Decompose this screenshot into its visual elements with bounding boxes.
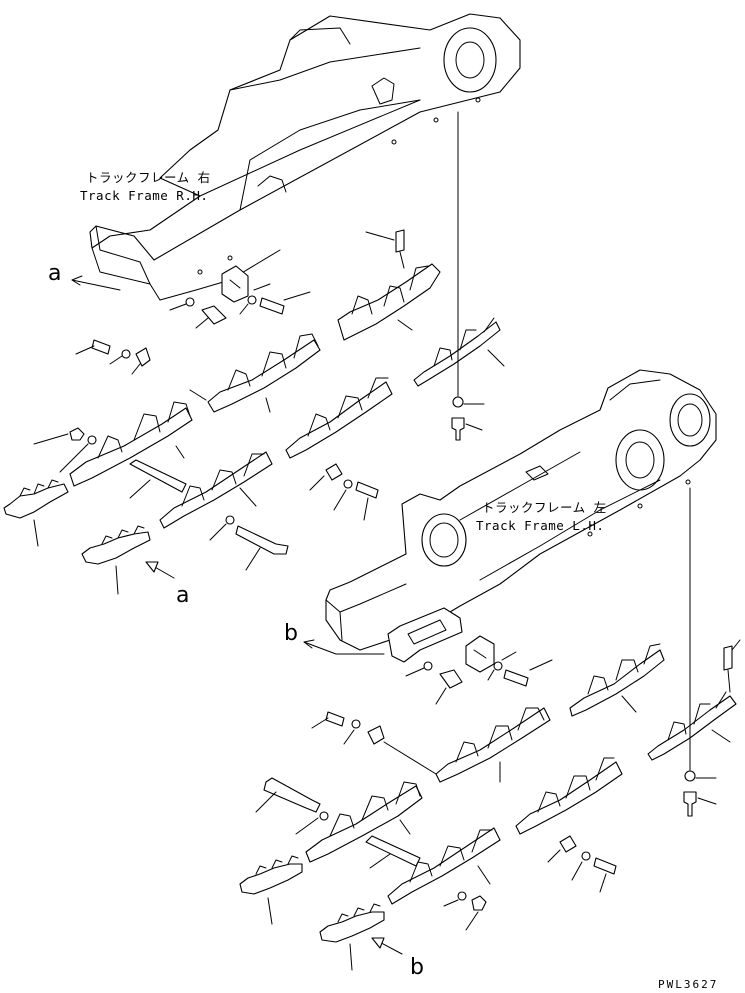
rh-shoe-guide-2 <box>81 525 151 595</box>
lh-bolt-2 <box>487 651 553 687</box>
rh-frame-bolt <box>451 396 485 441</box>
lh-shaft <box>365 835 421 869</box>
rh-end-plate <box>413 317 505 387</box>
track-frame-rh-label-jp: トラックフレーム 右 <box>86 170 211 185</box>
drawing-code: PWL3627 <box>658 978 718 991</box>
rh-shaft <box>129 459 187 499</box>
rh-mount-block <box>221 265 249 303</box>
rh-pin <box>365 229 405 269</box>
track-frame-lh-label-jp: トラックフレーム 左 <box>482 500 607 515</box>
rh-bolt-4 <box>309 463 379 521</box>
rh-shoe-guide-1 <box>3 479 69 547</box>
lh-shoe-guide-1 <box>239 855 303 925</box>
rh-nut <box>33 427 97 473</box>
lh-mount-block <box>465 635 495 673</box>
lh-long-bolt <box>255 777 329 835</box>
lh-bolt-3 <box>311 711 437 775</box>
lh-bolt-4 <box>547 835 617 893</box>
ref-letter-b-top: b <box>284 621 298 646</box>
rh-guard-plate-4 <box>285 377 393 459</box>
ref-arrow-a-top <box>71 275 121 291</box>
lh-guard-plate-1 <box>569 643 665 717</box>
lh-pin <box>723 639 741 693</box>
rh-guard-plate-3 <box>69 401 193 487</box>
lh-frame-bolt <box>683 770 717 817</box>
ref-letter-a-bottom: a <box>176 583 189 608</box>
rh-guard-plate-1 <box>337 263 441 341</box>
lh-bracket <box>387 607 463 663</box>
lh-guard-plate-2 <box>435 707 551 783</box>
rh-bolt-3 <box>75 339 151 375</box>
rh-bolt-1 <box>169 297 227 329</box>
lh-guard-plate-4 <box>515 757 623 835</box>
lh-nut <box>443 891 487 931</box>
lh-shoe-guide-2 <box>319 903 385 971</box>
lh-bolt-1 <box>405 661 463 705</box>
ref-letter-a-top: a <box>48 261 61 286</box>
rh-guard-plate-5 <box>159 451 273 529</box>
track-frame-rh-label-en: Track Frame R.H. <box>80 188 208 203</box>
track-frame-lh-label-en: Track Frame L.H. <box>476 518 604 533</box>
rh-guard-plate-2 <box>189 333 321 413</box>
track-frame-rh <box>89 13 521 301</box>
lh-guard-plate-3 <box>305 781 423 863</box>
rh-bolt-2 <box>239 283 311 315</box>
rh-long-bolt <box>209 515 289 571</box>
ref-arrow-b-bottom <box>371 937 403 955</box>
lh-end-plate <box>647 691 737 761</box>
lh-guard-plate-5 <box>387 827 501 905</box>
ref-arrow-b-top <box>303 639 385 655</box>
ref-arrow-a-bottom <box>145 561 175 579</box>
track-frame-lh <box>325 369 717 651</box>
ref-letter-b-bottom: b <box>410 955 424 980</box>
